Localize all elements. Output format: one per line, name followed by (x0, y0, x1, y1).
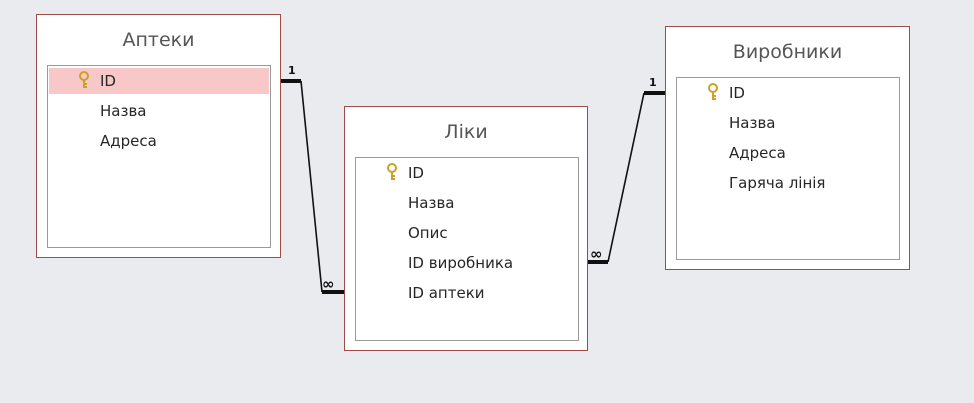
key-icon (387, 163, 397, 180)
field-row[interactable]: ID виробника (357, 250, 577, 276)
cardinality-one-label: 1 (288, 64, 296, 77)
cardinality-many-label: ∞ (590, 245, 603, 263)
field-row-id[interactable]: ID (357, 160, 577, 186)
field-row[interactable]: Назва (678, 110, 898, 136)
field-name: ID (408, 164, 424, 182)
field-list[interactable]: ID Назва Опис ID виробника ID аптеки (355, 157, 579, 341)
cardinality-many-label: ∞ (322, 275, 335, 293)
field-row[interactable]: Адреса (678, 140, 898, 166)
table-title: Аптеки (122, 29, 195, 51)
field-name: ID (100, 72, 116, 90)
key-icon (79, 71, 89, 88)
field-name: Назва (100, 102, 147, 120)
table-title: Виробники (732, 41, 843, 63)
field-row[interactable]: Назва (357, 190, 577, 216)
field-row[interactable]: Гаряча лінія (678, 170, 898, 196)
table-vyrobnyky[interactable]: Виробники ID Назва Адреса Гаряча лінія (665, 26, 910, 270)
field-row[interactable]: Назва (49, 98, 269, 124)
field-row[interactable]: ID аптеки (357, 280, 577, 306)
key-icon (708, 83, 718, 100)
field-name: ID виробника (408, 254, 514, 272)
table-apteky[interactable]: Аптеки ID Назва Адреса (36, 14, 281, 258)
cardinality-one-label: 1 (649, 76, 657, 89)
field-name: ID аптеки (408, 284, 485, 302)
field-name: ID (729, 84, 745, 102)
field-row-id[interactable]: ID (49, 68, 269, 94)
field-row[interactable]: Опис (357, 220, 577, 246)
field-row-id[interactable]: ID (678, 80, 898, 106)
field-name: Адреса (100, 132, 157, 150)
field-name: Адреса (729, 144, 786, 162)
table-liky[interactable]: Ліки ID Назва Опис ID виробника (344, 106, 588, 351)
table-title: Ліки (444, 121, 488, 143)
field-list[interactable]: ID Назва Адреса Гаряча лінія (676, 77, 900, 260)
field-name: Назва (408, 194, 455, 212)
field-row[interactable]: Адреса (49, 128, 269, 154)
field-name: Опис (408, 224, 448, 242)
relationship-apteky-liky[interactable] (280, 79, 345, 294)
field-list[interactable]: ID Назва Адреса (47, 65, 271, 248)
field-name: Назва (729, 114, 776, 132)
field-name: Гаряча лінія (729, 174, 826, 192)
relationship-vyrobnyky-liky[interactable] (588, 91, 666, 264)
